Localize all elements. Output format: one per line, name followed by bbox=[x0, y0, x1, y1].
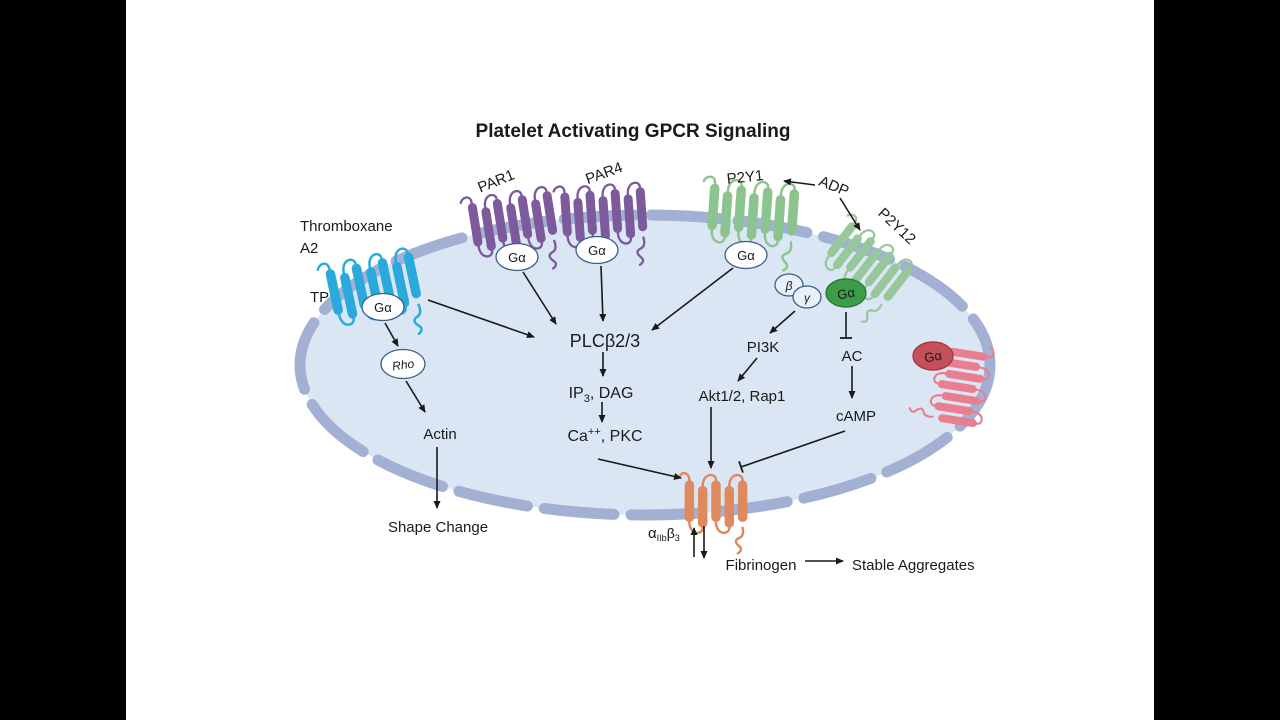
ga-label: Gα bbox=[588, 243, 606, 258]
label-tp: TP bbox=[310, 289, 329, 306]
ga-oval-red: Gα bbox=[912, 341, 954, 371]
arrow-pi3k-to-akt bbox=[737, 357, 758, 382]
label-ac: AC bbox=[842, 348, 863, 365]
label-pi3k: PI3K bbox=[747, 339, 780, 356]
label-akt-rap1: Akt1/2, Rap1 bbox=[699, 388, 786, 405]
label-camp: cAMP bbox=[836, 408, 876, 425]
arrow-bg-to-pi3k bbox=[769, 310, 796, 334]
arrow-par4-ga-to-plc bbox=[599, 265, 607, 322]
ga-label: Gα bbox=[374, 300, 392, 315]
label-aiibb3: αIIbβ3 bbox=[648, 525, 680, 543]
beta-gamma-ovals: β γ bbox=[774, 273, 822, 309]
ga-label: Gα bbox=[737, 248, 755, 263]
label-plcb23: PLCβ2/3 bbox=[570, 331, 640, 351]
label-ip3-dag: IP3, DAG bbox=[569, 385, 634, 405]
page-title: Platelet Activating GPCR Signaling bbox=[476, 121, 791, 142]
ga-label: Gα bbox=[836, 284, 856, 302]
ga-oval-par4: Gα bbox=[575, 235, 619, 265]
arrow-par1-ga-to-plc bbox=[522, 271, 557, 325]
ga-label: Gα bbox=[508, 250, 526, 265]
ga-oval-tp: Gα bbox=[361, 292, 405, 322]
arrow-tp-to-plc bbox=[427, 299, 535, 338]
label-ca-pkc: Ca++, PKC bbox=[567, 426, 642, 445]
rho-oval: Rho bbox=[380, 348, 426, 380]
label-stable-aggregates: Stable Aggregates bbox=[852, 557, 975, 574]
label-actin: Actin bbox=[423, 426, 456, 443]
arrow-ga-to-rho bbox=[384, 322, 399, 347]
arrow-rho-to-actin bbox=[405, 380, 426, 413]
ga-label: Gα bbox=[923, 347, 943, 365]
gamma-label: γ bbox=[804, 291, 811, 305]
rho-label: Rho bbox=[391, 356, 415, 373]
label-p2y1: P2Y1 bbox=[726, 167, 764, 188]
inhibition-camp-to-integrin bbox=[738, 430, 846, 473]
arrow-capkc-to-integrin bbox=[597, 458, 682, 480]
label-shape-change: Shape Change bbox=[388, 519, 488, 536]
arrow-adp-to-p2y12 bbox=[839, 197, 861, 231]
ga-oval-green: Gα bbox=[825, 278, 867, 308]
arrow-p2y1-ga-to-plc bbox=[651, 267, 734, 331]
label-thromboxane: Thromboxane bbox=[300, 218, 393, 235]
arrow-adp-to-p2y1 bbox=[783, 178, 816, 186]
beta-label: β bbox=[785, 279, 793, 293]
label-thromboxane-a2: A2 bbox=[300, 240, 318, 257]
label-fibrinogen: Fibrinogen bbox=[726, 557, 797, 574]
ga-oval-par1: Gα bbox=[495, 242, 539, 272]
ga-oval-p2y1: Gα bbox=[724, 240, 768, 270]
